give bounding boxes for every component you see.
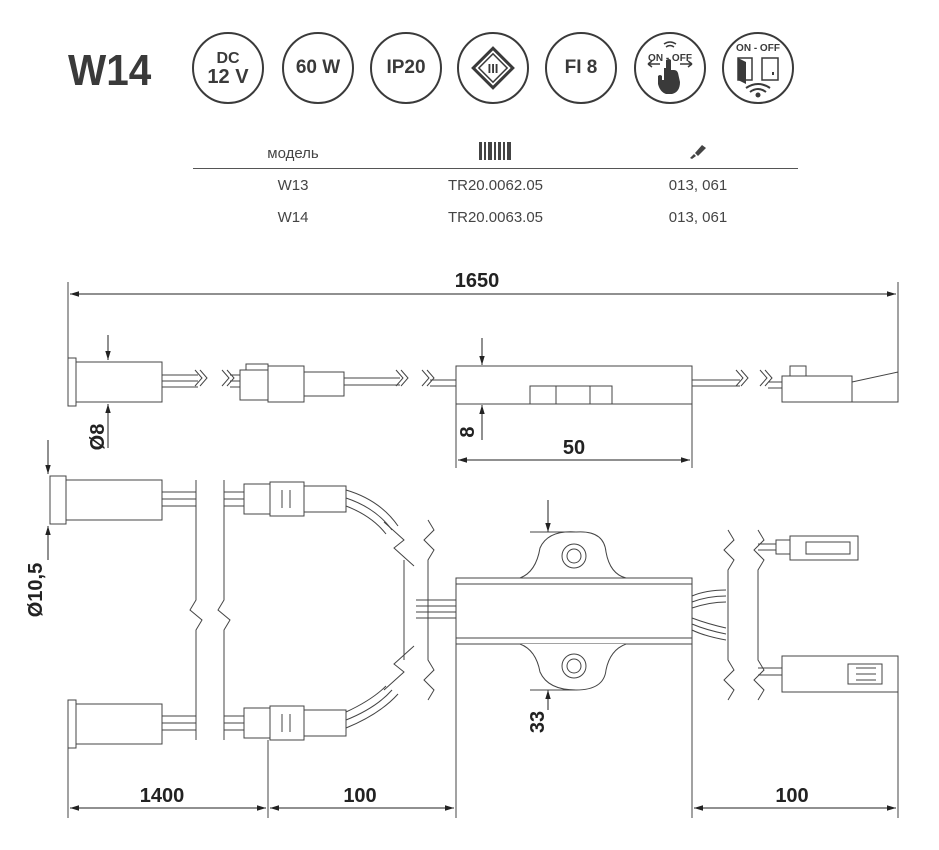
voltage-label-bottom: 12 V [207,65,249,88]
hand-sensor-badge: ON - OFF [634,32,706,104]
fi-badge: FI 8 [545,32,617,104]
hand-sensor-icon [647,41,693,94]
model-table: модель W13 TR20.0062.05 013, 061 W14 TR2… [193,138,798,233]
ip-rating-label: IP20 [386,57,426,78]
class-three-badge: III [457,32,529,104]
connector-bottom [224,685,399,741]
door-sensor-label: ON - OFF [736,43,780,54]
voltage-label-top: DC [216,49,240,67]
cable-1-length-label: 1400 [140,785,185,807]
sensor-diameter-label: Ø8 [87,424,109,451]
door-sensor-icon [737,57,779,98]
model-cell: W13 [277,176,309,194]
code-column-header [393,142,598,164]
output-plug-bottom [758,655,899,693]
cable-3-length-label: 100 [775,785,808,807]
code-cell: TR20.0063.05 [447,208,544,226]
code-cell: TR20.0062.05 [447,176,544,194]
brush-icon [690,145,706,159]
voltage-badge: DC 12 V [192,32,264,104]
head-diameter-label: Ø10,5 [25,563,47,617]
class-three-diamond-icon [471,46,515,90]
driver-height-label: 8 [457,426,479,437]
sensor-side-view [67,357,208,407]
model-cell: W14 [277,208,309,226]
barcode-icon [478,142,511,160]
power-badge: 60 W [282,32,354,104]
finish-cell: 013, 061 [668,208,728,226]
model-column-header: модель [267,144,319,162]
table-row: W14 TR20.0063.05 013, 061 [193,201,798,233]
sensor-head-top [49,475,196,525]
mount-height-label: 33 [527,711,549,733]
hand-sensor-label: ON - OFF [648,53,692,64]
driver-top-view [416,519,727,701]
output-plug-top [758,535,859,561]
class-three-label: III [487,60,499,76]
door-sensor-badge: ON - OFF [722,32,794,104]
power-label: 60 W [295,57,341,78]
total-length-label: 1650 [455,270,500,292]
connector-top [224,481,399,535]
ip-rating-badge: IP20 [370,32,442,104]
product-title: W14 [68,46,152,95]
fi-label: FI 8 [564,57,598,78]
table-row: W13 TR20.0062.05 013, 061 [193,169,798,201]
end-plug-side-view [759,365,899,403]
driver-length-label: 50 [563,437,585,459]
table-header: модель [193,138,798,169]
connector-side-view [221,363,409,403]
sensor-head-bottom [67,699,196,749]
finish-cell: 013, 061 [668,176,728,194]
finish-column-header [598,142,798,164]
driver-side-view [421,365,749,405]
cable-2-length-label: 100 [343,785,376,807]
